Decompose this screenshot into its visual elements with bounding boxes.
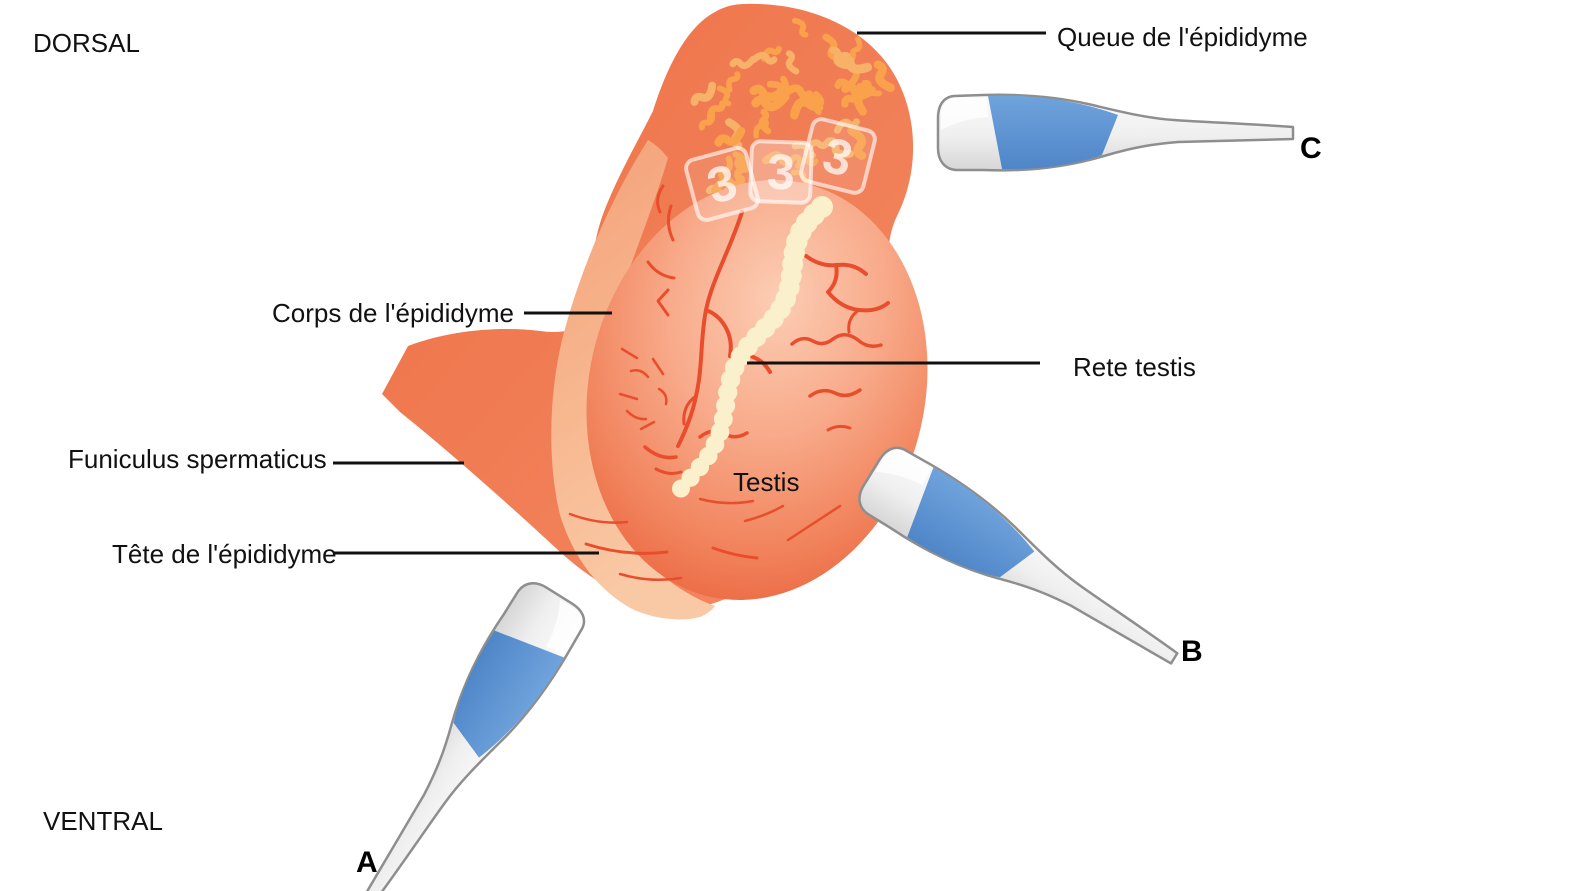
plane-marker-2: 3	[748, 139, 814, 205]
testis-body	[586, 180, 928, 600]
orientation-dorsal: DORSAL	[33, 28, 140, 58]
probe-b	[850, 438, 1196, 692]
plane-marker-1: 3	[684, 146, 760, 222]
rete-testis-chain	[671, 196, 833, 498]
label-queue: Queue de l'épididyme	[1057, 22, 1308, 52]
label-testis: Testis	[733, 467, 799, 497]
label-corps: Corps de l'épididyme	[272, 298, 514, 328]
probe-a	[338, 574, 593, 891]
label-funiculus: Funiculus spermaticus	[68, 444, 327, 474]
probe-label-b: B	[1181, 635, 1203, 668]
plane-marker-number: 3	[766, 144, 796, 201]
testis-vessels	[568, 184, 890, 582]
probe-label-a: A	[356, 846, 378, 879]
probe-c	[936, 93, 1295, 172]
probe-label-c: C	[1300, 132, 1322, 165]
epididymis-head-band	[551, 140, 715, 620]
orientation-ventral: VENTRAL	[43, 806, 163, 836]
label-rete: Rete testis	[1073, 352, 1196, 382]
label-tete: Tête de l'épididyme	[112, 539, 337, 569]
epididymis-tail-texture	[690, 17, 895, 207]
plane-markers: 3 3 3	[684, 117, 877, 222]
plane-marker-3: 3	[799, 117, 877, 195]
